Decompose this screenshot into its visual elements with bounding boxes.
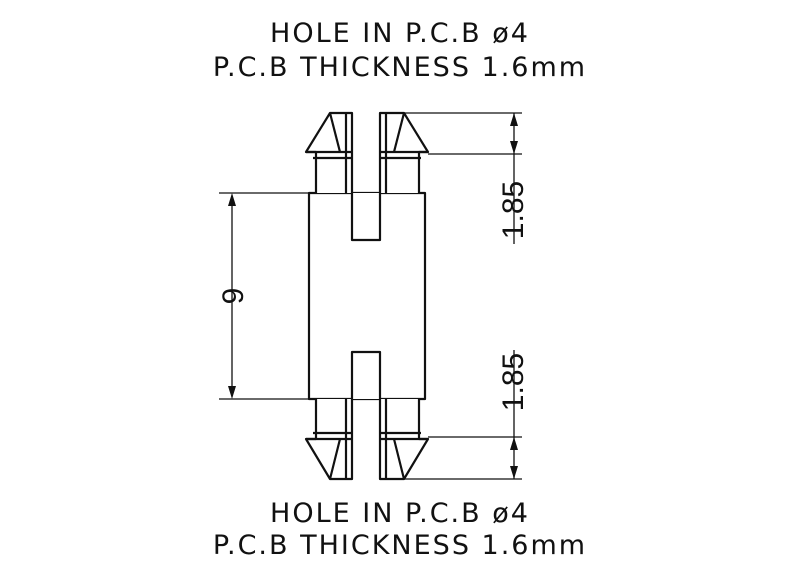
bottom-left-prong — [304, 399, 354, 481]
top-right-prong — [378, 111, 430, 193]
top-slot — [350, 193, 382, 242]
top-clip-label: 1.85 — [497, 181, 530, 239]
top-left-prong — [304, 111, 354, 193]
body-length-label: 9 — [217, 288, 250, 305]
bottom-slot — [350, 350, 382, 399]
body-length-dimension — [219, 192, 309, 400]
bottom-note-thickness: P.C.B THICKNESS 1.6mm — [212, 530, 588, 561]
bottom-note-hole: HOLE IN P.C.B ø4 — [270, 498, 530, 529]
top-clip-dimension — [404, 112, 522, 244]
bottom-clip-label: 1.85 — [497, 353, 530, 411]
bottom-right-prong — [378, 399, 430, 481]
bottom-clip-dimension — [404, 350, 522, 480]
top-note-thickness: P.C.B THICKNESS 1.6mm — [212, 52, 588, 83]
top-note-hole: HOLE IN P.C.B ø4 — [270, 18, 530, 49]
